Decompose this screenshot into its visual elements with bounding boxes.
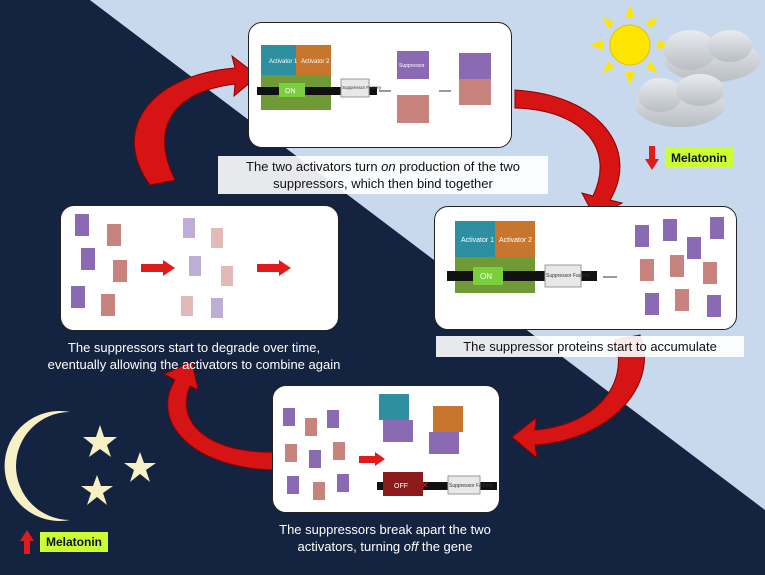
arrow-down-icon	[645, 146, 659, 170]
right-illustration: Activator 1 Activator 2 ON Suppressor Fa…	[447, 217, 724, 317]
caption-left: The suppressors start to degrade over ti…	[47, 340, 341, 372]
caption-bottom: The suppressors break apart the two acti…	[279, 522, 491, 554]
left-illustration	[71, 214, 291, 318]
melatonin-label-day: Melatonin	[665, 148, 733, 168]
svg-text:Suppressor: Suppressor	[399, 63, 425, 69]
caption-top: The two activators turn on production of…	[218, 156, 548, 194]
melatonin-label-night: Melatonin	[40, 532, 108, 552]
svg-text:Activator 1: Activator 1	[269, 59, 298, 65]
caption-right: The suppressor proteins start to accumul…	[436, 336, 744, 357]
svg-text:Activator 1: Activator 1	[461, 237, 494, 244]
melatonin-day: Melatonin	[645, 146, 733, 170]
arrow-up-icon	[20, 530, 34, 554]
svg-text:ON: ON	[480, 272, 492, 281]
step-box-top: Activator 1 Activator 2 ON Suppressor Fa…	[248, 22, 512, 148]
svg-text:Suppressor Factory: Suppressor Factory	[546, 273, 590, 279]
top-illustration: Activator 1 Activator 2 ON Suppressor Fa…	[257, 45, 491, 123]
svg-text:ON: ON	[285, 88, 296, 95]
step-box-right: Activator 1 Activator 2 ON Suppressor Fa…	[434, 206, 737, 330]
sun-icon	[590, 5, 670, 85]
moon-icon	[4, 411, 71, 521]
melatonin-night: Melatonin	[20, 530, 108, 554]
svg-text:Activator 2: Activator 2	[301, 59, 330, 65]
step-box-left	[60, 205, 339, 331]
step-box-bottom: OFF ✕ Suppressor Factory	[272, 385, 500, 513]
star-icon	[81, 425, 156, 505]
svg-text:OFF: OFF	[394, 483, 408, 490]
svg-text:Activator 2: Activator 2	[499, 237, 532, 244]
svg-text:Suppressor Factory: Suppressor Factory	[342, 85, 382, 90]
bottom-illustration: OFF ✕ Suppressor Factory	[283, 394, 497, 500]
cloud-icon	[635, 30, 760, 127]
svg-text:Suppressor Factory: Suppressor Factory	[449, 483, 493, 489]
svg-text:✕: ✕	[421, 480, 429, 490]
